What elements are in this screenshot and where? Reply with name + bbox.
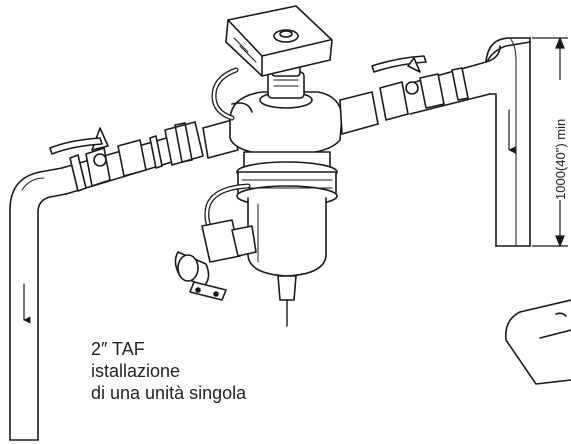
height-dimension [532, 36, 568, 248]
caption-line-single-unit: di una unità singola [91, 383, 247, 403]
bypass-tubing [211, 67, 253, 121]
drain-valve [277, 275, 297, 327]
inlet-pipe [9, 167, 67, 441]
flush-outlet [174, 183, 257, 301]
outlet-pipe [485, 37, 531, 247]
caption: 2″ TAF istallazione di una unità singola [91, 338, 246, 404]
left-ball-valve [49, 127, 109, 167]
right-pipe-run [339, 45, 501, 135]
caption-line-installation: istallazione [91, 361, 181, 381]
second-unit-pipe-partial [504, 299, 571, 385]
left-pipe-run [61, 119, 239, 195]
caption-line-model: 2″ TAF [91, 339, 145, 359]
filter-bowl [236, 151, 338, 277]
dimension-label: 1000(40") min [553, 119, 568, 200]
right-ball-valve [371, 55, 427, 95]
controller-unit [225, 5, 333, 77]
filter-head [229, 63, 343, 155]
